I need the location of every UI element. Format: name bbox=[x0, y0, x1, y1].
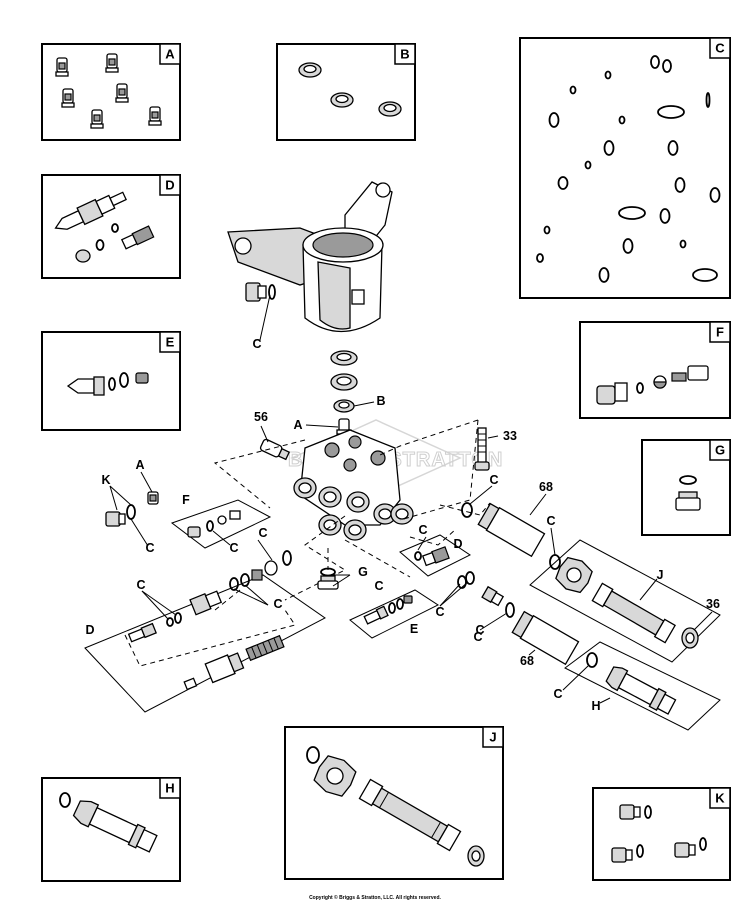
kit-box-j: J bbox=[284, 726, 504, 880]
o-ring-icon bbox=[536, 55, 721, 283]
callout-c-j-left: C bbox=[546, 514, 555, 528]
callout-a-left: A bbox=[135, 458, 144, 472]
callout-c-68-top: C bbox=[489, 473, 498, 487]
kit-box-a-label: A bbox=[165, 47, 175, 62]
part-56-fitting bbox=[259, 438, 291, 461]
tray-e bbox=[349, 589, 440, 639]
crankcase-plug bbox=[245, 282, 276, 302]
tray-h bbox=[564, 641, 721, 731]
callout-c-upper: C bbox=[258, 526, 267, 540]
callout-b: B bbox=[376, 394, 385, 408]
kit-box-e: E bbox=[41, 331, 181, 431]
callout-c-e: C bbox=[374, 579, 383, 593]
callout-d: D bbox=[85, 623, 94, 637]
callout-c-mid-left: C bbox=[136, 578, 145, 592]
thermal-valve-icon bbox=[66, 372, 149, 396]
kit-box-d-label: D bbox=[165, 178, 174, 193]
callout-c-d-tray: C bbox=[418, 523, 427, 537]
kit-box-g: G bbox=[641, 439, 731, 536]
callout-j: J bbox=[657, 568, 664, 582]
callout-c-pipe: C bbox=[252, 337, 261, 351]
callout-c-k: C bbox=[145, 541, 154, 555]
callout-68-bot: 68 bbox=[520, 654, 534, 668]
plug-g bbox=[317, 567, 339, 590]
callout-c-cross2: C bbox=[473, 630, 482, 644]
plug-kit-icon bbox=[611, 804, 707, 863]
kit-box-g-label: G bbox=[715, 443, 725, 458]
kit-box-j-label: J bbox=[489, 730, 496, 745]
plunger-seals bbox=[330, 350, 358, 435]
callout-f: F bbox=[182, 493, 190, 507]
kit-box-k: K bbox=[592, 787, 731, 881]
callout-d-tray: D bbox=[453, 537, 462, 551]
callout-e: E bbox=[410, 622, 418, 636]
kit-box-f: F bbox=[579, 321, 731, 419]
outlet-assembly bbox=[457, 502, 580, 666]
callout-c-cross1: C bbox=[435, 605, 444, 619]
plug-icon bbox=[675, 475, 701, 511]
callout-c-h: C bbox=[553, 687, 562, 701]
kit-box-a: A bbox=[41, 43, 181, 141]
callout-c-mid-right: C bbox=[273, 597, 282, 611]
kit-box-k-label: K bbox=[715, 791, 725, 806]
crankcase-housing bbox=[227, 181, 393, 333]
kit-box-c-label: C bbox=[715, 41, 725, 56]
kit-box-e-label: E bbox=[166, 335, 175, 350]
kit-box-b-label: B bbox=[400, 47, 409, 62]
tray-d-small bbox=[399, 534, 471, 577]
unloader-valve-icon bbox=[54, 191, 155, 263]
kit-box-d: D bbox=[41, 174, 181, 279]
callout-68-top: 68 bbox=[539, 480, 553, 494]
plug-k bbox=[105, 491, 159, 527]
inlet-fitting-icon bbox=[59, 792, 158, 853]
seal-icon bbox=[298, 62, 402, 117]
callout-c-f: C bbox=[229, 541, 238, 555]
tray-f bbox=[170, 499, 272, 549]
callout-56: 56 bbox=[254, 410, 268, 424]
callout-33: 33 bbox=[503, 429, 517, 443]
bolt-33 bbox=[474, 427, 490, 471]
callout-36: 36 bbox=[706, 597, 720, 611]
pump-manifold bbox=[259, 429, 414, 541]
leader-lines bbox=[109, 294, 713, 704]
copyright-notice: Copyright © Briggs & Stratton, LLC. All … bbox=[309, 894, 441, 901]
valve-icon bbox=[55, 53, 162, 129]
assembly-dashed-lines bbox=[124, 419, 491, 667]
kit-box-h: H bbox=[41, 777, 181, 882]
kit-box-h-label: H bbox=[165, 781, 174, 796]
callout-labels: C B A 56 33 A K C F C C C C D G C E C D … bbox=[85, 337, 720, 713]
kit-box-b: B bbox=[276, 43, 416, 141]
kit-box-f-label: F bbox=[716, 325, 724, 340]
check-valve-icon bbox=[596, 365, 709, 405]
callout-a: A bbox=[293, 418, 302, 432]
callout-g: G bbox=[358, 565, 368, 579]
callout-c-68-bot: C bbox=[475, 623, 484, 637]
kit-box-c: C bbox=[519, 37, 731, 299]
callout-h: H bbox=[591, 699, 600, 713]
tray-j bbox=[529, 539, 721, 663]
tray-d-main bbox=[84, 550, 326, 713]
outlet-fitting-icon bbox=[306, 746, 485, 867]
callout-k: K bbox=[101, 473, 110, 487]
